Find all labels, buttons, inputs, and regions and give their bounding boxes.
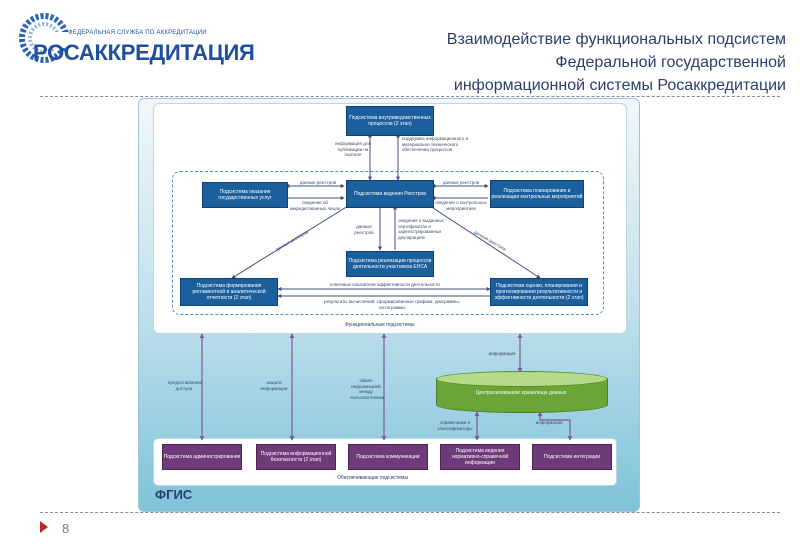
box-planning: Подсистема планирования и реализации кон… (490, 180, 584, 208)
storage-cylinder-top (436, 371, 608, 387)
label-kpi: ключевые показатели эффективности деятел… (330, 282, 440, 287)
box-regulations: Подсистема формирования регламентной и а… (180, 278, 278, 306)
title-line-2: Федеральной государственной (555, 54, 786, 71)
functional-dashed-frame (172, 171, 604, 315)
arrow-integration-storage (537, 411, 573, 441)
arrow-registry-evaluation (429, 205, 541, 279)
label-registry-data-right: данные реестров (442, 180, 480, 185)
label-support: поддержка информационного и материально-… (402, 136, 469, 152)
logo-wordmark: РОСАККРЕДИТАЦИЯ (33, 40, 255, 65)
label-protection: защита информации (260, 380, 288, 391)
label-access: предоставление доступа (168, 380, 203, 391)
label-registry-data-center: данные реестров (354, 224, 374, 235)
title-line-3: информационной системы Росаккредитации (453, 77, 786, 94)
label-results: результаты вычислений; сформированные гр… (324, 299, 460, 310)
rosaccreditation-logo-icon (19, 13, 70, 63)
box-ensa: Подсистема реализации процессов деятельн… (346, 251, 434, 277)
label-control: сведения о контрольных мероприятиях (435, 200, 487, 211)
box-internal-processes: Подсистема внутриведомственных процессов… (346, 106, 434, 136)
box-registry: Подсистема ведения Реестров (346, 180, 434, 208)
box-security: Подсистема информационной безопасности (… (256, 444, 336, 470)
label-info-publish: информация для публикации на портале (335, 141, 371, 157)
box-evaluation: Подсистема оценки, планирования и прогно… (490, 278, 588, 306)
footer-divider (40, 512, 780, 513)
logo-agency-name: ФЕДЕРАЛЬНАЯ СЛУЖБА ПО АККРЕДИТАЦИИ (68, 30, 207, 36)
box-nsi: Подсистема ведения нормативно-справочной… (440, 444, 520, 470)
title-line-1: Взаимодействие функциональных подсистем (446, 31, 786, 48)
label-registry-data-left: данные реестров (299, 180, 337, 185)
label-information-2: информация (535, 420, 563, 425)
box-communication: Подсистема коммуникации (348, 444, 428, 470)
functional-subsystems-label: Функциональные подсистемы (345, 322, 415, 328)
label-accredited: сведения об аккредитованных лицах (289, 200, 341, 211)
storage-label: Централизованное хранилище данных (475, 390, 567, 396)
box-administration: Подсистема администрирования (162, 444, 242, 470)
label-certificates: сведения о выданных сертификатах и зарег… (398, 218, 444, 240)
slide-title: Взаимодействие функциональных подсистем … (316, 28, 786, 97)
label-information: информация (488, 351, 516, 356)
supporting-subsystems-label: Обеспечивающие подсистемы (337, 475, 409, 481)
box-gov-services: Подсистема оказания государственных услу… (202, 182, 288, 208)
arrow-registry-regulations (231, 205, 349, 279)
slide-bullet-icon (40, 521, 48, 533)
box-integration: Подсистема интеграции (532, 444, 612, 470)
fgis-label: ФГИС (155, 487, 193, 502)
label-exchange: обмен информацией между пользователями (350, 378, 385, 400)
label-directories: справочники и классификаторы (437, 420, 473, 431)
header-divider (40, 96, 780, 97)
page-number: 8 (62, 521, 70, 536)
